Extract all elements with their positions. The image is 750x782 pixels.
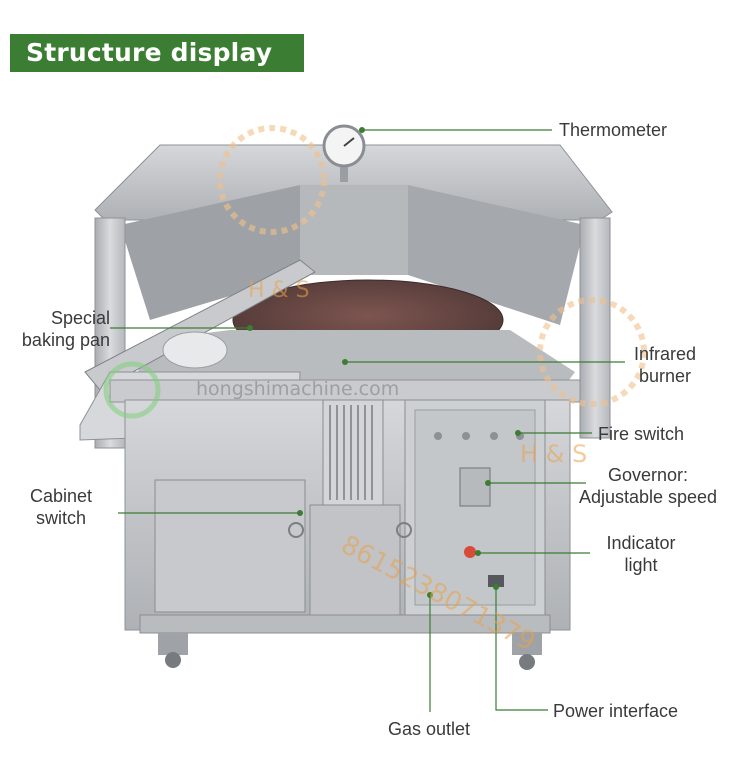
oven-back-center <box>300 185 408 275</box>
label-cabinet-switch: Cabinet switch <box>18 485 104 529</box>
watermark-site: hongshimachine.com <box>196 378 400 400</box>
label-governor: Governor: Adjustable speed <box>568 464 728 508</box>
label-infrared-line1: Infrared <box>633 344 697 364</box>
label-fire-switch: Fire switch <box>598 424 685 444</box>
vent-grille <box>322 399 384 506</box>
center-cabinet-door <box>309 504 401 621</box>
label-baking-pan-line1: Special <box>50 308 110 328</box>
label-baking-pan-line2: baking pan <box>21 330 110 350</box>
label-cabinet-line1: Cabinet <box>29 486 93 506</box>
oven-back-right <box>408 185 585 325</box>
tray-lid <box>162 331 228 369</box>
label-indicator-line1: Indicator <box>606 533 676 553</box>
indicator-light <box>464 546 476 558</box>
page-title: Structure display <box>26 38 273 67</box>
watermark-gear-right <box>537 297 647 407</box>
base-frame <box>139 614 551 634</box>
governor-knob <box>459 467 491 507</box>
label-gas-outlet: Gas outlet <box>388 719 471 739</box>
label-infrared-burner: Infrared burner <box>623 343 707 387</box>
label-thermometer: Thermometer <box>559 120 668 140</box>
label-cabinet-line2: switch <box>35 508 86 528</box>
left-cabinet-door <box>154 479 306 613</box>
label-indicator-light: Indicator light <box>596 532 686 576</box>
label-indicator-line2: light <box>624 555 658 575</box>
title-banner: Structure display <box>10 34 304 72</box>
watermark-logo-right: H & S <box>520 440 588 468</box>
label-baking-pan: Special baking pan <box>8 307 110 351</box>
wheel-right <box>519 654 535 670</box>
power-socket <box>488 575 504 587</box>
leader-power <box>495 587 548 711</box>
oven-door <box>84 259 316 391</box>
wheel-left <box>165 652 181 668</box>
label-power-interface: Power interface <box>553 701 679 721</box>
label-infrared-line2: burner <box>638 366 692 386</box>
label-governor-line2: Adjustable speed <box>578 487 718 507</box>
watermark-logo-left: H & S <box>248 278 310 303</box>
label-governor-line1: Governor: <box>607 465 689 485</box>
watermark-gear-left <box>217 125 327 235</box>
